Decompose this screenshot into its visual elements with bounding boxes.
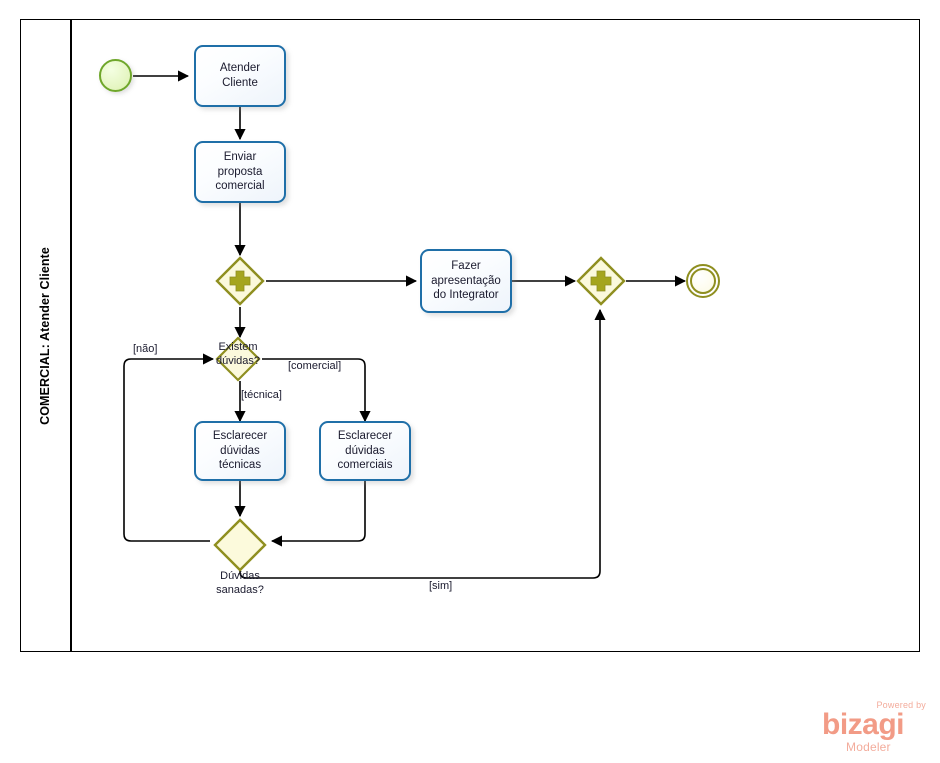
- logo-brand-text: bizagi: [822, 708, 905, 741]
- task-fazer-apresentacao-label: Fazer apresentação do Integrator: [431, 259, 501, 302]
- logo-product-text: Modeler: [846, 740, 891, 754]
- edge-label-sim: [sim]: [429, 580, 453, 592]
- task-esclarecer-duvidas-comerciais[interactable]: Esclarecer dúvidas comerciais: [319, 421, 411, 481]
- task-esclarecer-duvidas-tecnicas-label: Esclarecer dúvidas técnicas: [212, 429, 268, 472]
- lane-divider: [70, 19, 72, 652]
- gateway-parallel-join[interactable]: [575, 255, 627, 307]
- gateway-existem-duvidas[interactable]: [213, 334, 263, 384]
- task-esclarecer-duvidas-tecnicas[interactable]: Esclarecer dúvidas técnicas: [194, 421, 286, 481]
- flow-existem-to-comerciais: [262, 358, 371, 423]
- pool-frame: [20, 19, 920, 652]
- task-atender-cliente-label: Atender Cliente: [219, 62, 261, 89]
- flow-sanadas-sim-to-join: [239, 308, 606, 579]
- gateway-duvidas-sanadas-label: Dúvidas sanadas?: [216, 570, 264, 596]
- task-atender-cliente[interactable]: Atender Cliente: [194, 45, 286, 107]
- plus-icon: [590, 270, 612, 292]
- edge-label-nao: [não]: [133, 343, 158, 355]
- gateway-parallel-split[interactable]: [214, 255, 266, 307]
- gateway-existem-duvidas-label: Existem dúvidas?: [215, 341, 261, 367]
- edge-label-tecnica: [técnica]: [241, 389, 282, 401]
- edge-label-comercial: [comercial]: [288, 360, 342, 372]
- task-fazer-apresentacao[interactable]: Fazer apresentação do Integrator: [420, 249, 512, 313]
- plus-icon: [229, 270, 251, 292]
- task-enviar-proposta-comercial[interactable]: Enviar proposta comercial: [194, 141, 286, 203]
- gateway-duvidas-sanadas[interactable]: [211, 516, 269, 574]
- task-enviar-proposta-comercial-label: Enviar proposta comercial: [215, 150, 265, 193]
- bizagi-logo: Powered by bizagi Modeler: [822, 700, 928, 756]
- task-esclarecer-duvidas-comerciais-label: Esclarecer dúvidas comerciais: [337, 429, 393, 472]
- flow-comerciais-to-sanadas: [270, 481, 366, 547]
- end-event[interactable]: [686, 264, 720, 298]
- logo-powered-by-text: Powered by: [876, 700, 926, 710]
- start-event[interactable]: [99, 59, 132, 92]
- flow-sanadas-nao-loop: [123, 353, 215, 542]
- end-event-inner-ring: [690, 268, 716, 294]
